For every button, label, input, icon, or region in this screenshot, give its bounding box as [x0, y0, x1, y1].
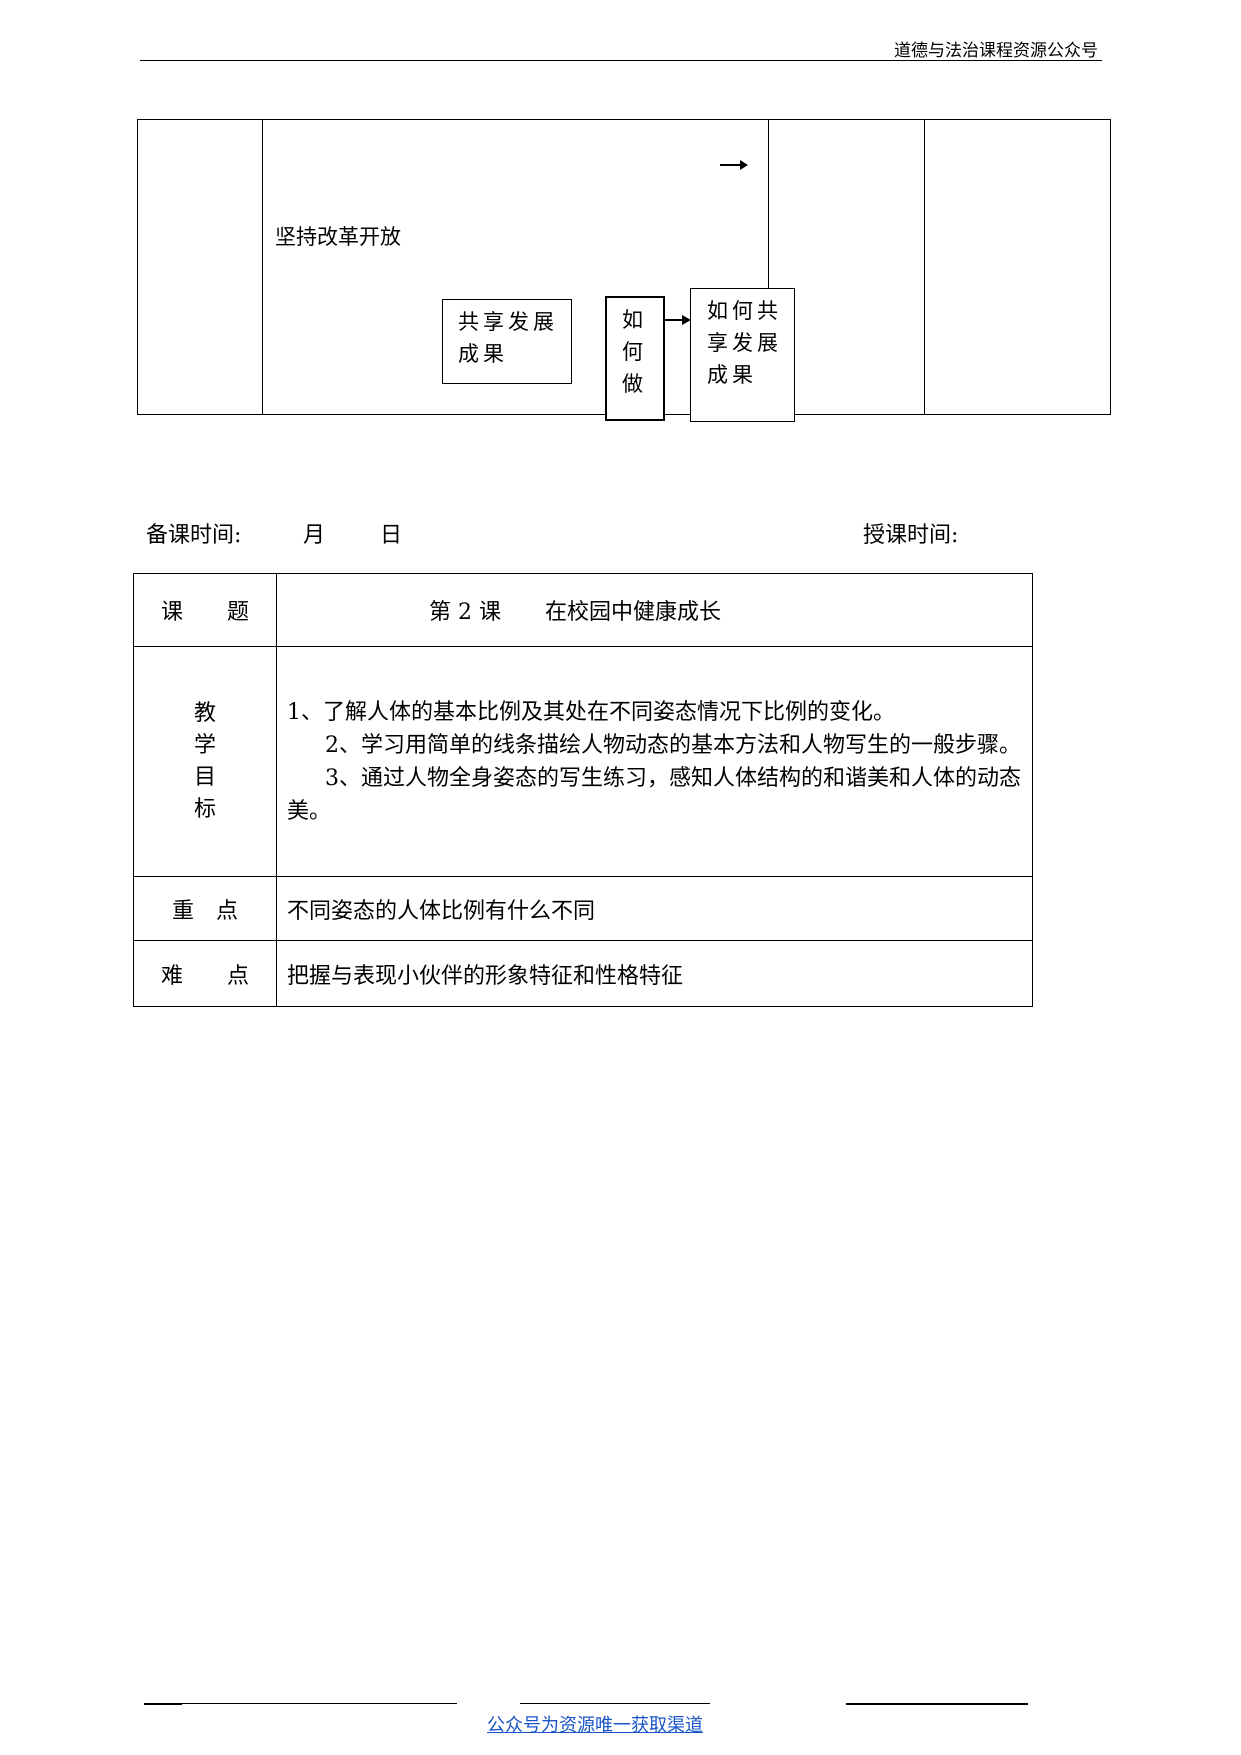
footer-rule-1	[144, 1703, 182, 1705]
goals-label-char-4: 标	[193, 796, 216, 822]
left-label: 坚持改革开放	[275, 225, 401, 249]
row-key-point: 重 点 不同姿态的人体比例有什么不同	[133, 876, 1033, 941]
box-how-share-line-2: 享发展	[707, 331, 782, 355]
box-how-share-line-3: 成果	[707, 363, 757, 387]
goal-item-1: 1、了解人体的基本比例及其处在不同姿态情况下比例的变化。	[287, 699, 895, 725]
goals-content: 1、了解人体的基本比例及其处在不同姿态情况下比例的变化。 2、学习用简单的线条描…	[276, 646, 1033, 877]
prep-month: 月	[303, 523, 326, 548]
box-share-line-2: 成果	[458, 342, 508, 366]
arrow-right-icon	[664, 315, 691, 325]
box-how-share-results: 如何共 享发展 成果	[690, 288, 795, 422]
goals-label-char-1: 教	[193, 700, 216, 726]
diagram-cell-4	[924, 119, 1111, 415]
footer-rule-3	[520, 1703, 710, 1704]
prep-time-label: 备课时间:	[146, 523, 242, 548]
teach-time-label: 授课时间:	[863, 523, 959, 548]
box-share-results: 共享发展 成果	[442, 299, 572, 384]
goal-item-2: 2、学习用简单的线条描绘人物动态的基本方法和人物写生的一般步骤。	[325, 732, 1021, 758]
key-point-label: 重 点	[133, 876, 277, 941]
goals-label-char-3: 目	[193, 764, 216, 790]
prep-day: 日	[380, 523, 403, 548]
footer-link[interactable]: 公众号为资源唯一获取渠道	[487, 1715, 703, 1736]
row-difficult-point: 难 点 把握与表现小伙伴的形象特征和性格特征	[133, 940, 1033, 1007]
box-how-char-1: 如	[622, 308, 647, 332]
goal-item-3: 3、通过人物全身姿态的写生练习，感知人体结构的和谐美和人体的动态美。	[287, 765, 1021, 824]
box-how-to: 如 何 做	[605, 296, 665, 421]
footer-rule-4	[846, 1703, 1028, 1705]
footer-rule-2	[182, 1703, 457, 1704]
box-how-share-line-1: 如何共	[707, 299, 782, 323]
key-point-value: 不同姿态的人体比例有什么不同	[276, 876, 1033, 941]
diagram-cell-1	[137, 119, 263, 415]
page-header-text: 道德与法治课程资源公众号	[894, 41, 1098, 61]
difficult-point-label: 难 点	[133, 940, 277, 1007]
row-goals: 教 学 目 标 1、了解人体的基本比例及其处在不同姿态情况下比例的变化。 2、学…	[133, 646, 1033, 877]
goals-label-char-2: 学	[193, 732, 216, 758]
header-rule	[140, 60, 1102, 61]
difficult-point-value: 把握与表现小伙伴的形象特征和性格特征	[276, 940, 1033, 1007]
arrow-right-icon	[720, 160, 748, 170]
goals-label: 教 学 目 标	[133, 646, 277, 877]
row-topic: 课 题 第 2 课 在校园中健康成长	[133, 573, 1033, 647]
lesson-table: 课 题 第 2 课 在校园中健康成长 教 学 目 标 1、了解人体的基本比例及其…	[133, 573, 1033, 1007]
topic-value: 第 2 课 在校园中健康成长	[276, 573, 1033, 647]
box-how-char-2: 何	[622, 340, 647, 364]
box-how-char-3: 做	[622, 372, 647, 396]
topic-label: 课 题	[133, 573, 277, 647]
box-share-line-1: 共享发展	[458, 310, 558, 334]
